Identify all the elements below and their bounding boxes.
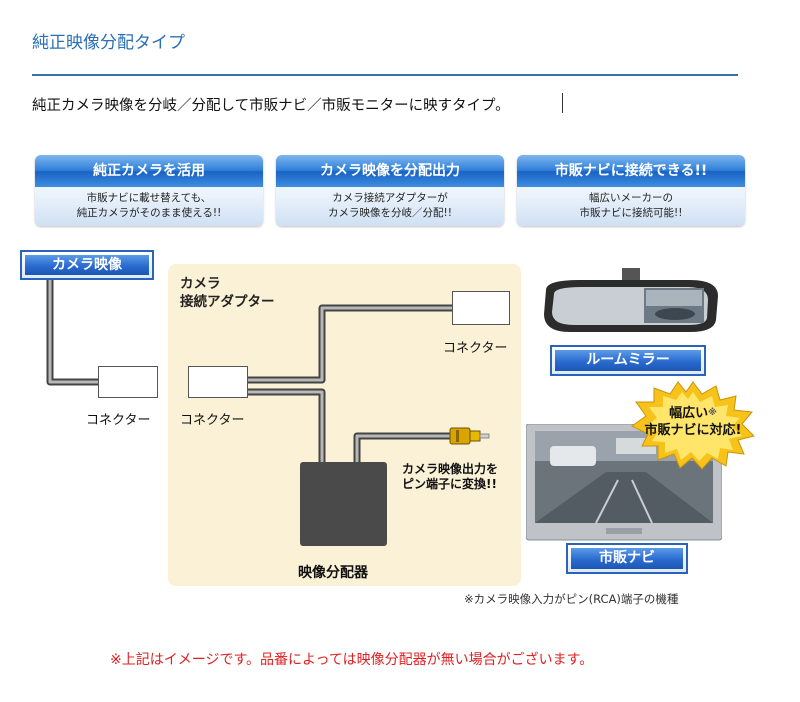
feature-card-desc: カメラ接続アダプターが カメラ映像を分岐／分配!! [276,191,504,221]
feature-card-title: 市販ナビに接続できる!! [517,155,745,187]
connector-left [98,366,158,398]
feature-card-desc-line: 純正カメラがそのまま使える!! [76,207,222,219]
camera-video-label: カメラ映像 [25,255,149,275]
starburst-badge-icon [631,381,755,470]
rca-note: ※カメラ映像入力がピン(RCA)端子の機種 [464,592,679,606]
connector-left-label: コネクター [86,413,151,428]
feature-card-title: 純正カメラを活用 [35,155,263,187]
feature-card-desc-line: 市販ナビに載せ替えても、 [86,192,212,204]
convert-note: カメラ映像出力を ピン端子に変換!! [402,462,498,492]
convert-note-line: カメラ映像出力を [402,462,499,476]
feature-card-desc-line: 幅広いメーカーの [589,192,673,204]
feature-card-desc-line: カメラ映像を分岐／分配!! [328,207,452,219]
starburst-text: 幅広い※ 市販ナビに対応! [632,405,754,439]
feature-card-desc-line: カメラ接続アダプターが [332,192,448,204]
rca-plug-icon [449,427,490,445]
adapter-label: カメラ 接続アダプター [180,275,275,311]
connector-top [452,291,510,325]
connector-mid [188,366,248,398]
room-mirror-icon [544,268,718,332]
navi-badge: 市販ナビ [566,543,688,574]
connector-top-label: コネクター [443,341,508,356]
feature-card-desc-line: 市販ナビに接続可能!! [579,207,683,219]
convert-note-line: ピン端子に変換!! [402,477,497,491]
feature-card-desc: 幅広いメーカーの 市販ナビに接続可能!! [517,191,745,221]
navi-label: 市販ナビ [571,548,683,569]
feature-card-navi-connect: 市販ナビに接続できる!! 幅広いメーカーの 市販ナビに接続可能!! [517,155,745,226]
feature-card-genuine-camera: 純正カメラを活用 市販ナビに載せ替えても、 純正カメラがそのまま使える!! [35,155,263,226]
video-splitter [300,462,387,546]
page-title: 純正映像分配タイプ [32,33,185,53]
text-cursor [562,93,563,113]
connector-mid-label: コネクター [180,413,245,428]
feature-card-desc: 市販ナビに載せ替えても、 純正カメラがそのまま使える!! [35,191,263,221]
starburst-line-text: 幅広い [669,406,709,421]
starburst-line: 幅広い※ [632,405,754,422]
room-mirror-badge: ルームミラー [550,345,706,376]
adapter-label-line: カメラ [180,276,221,292]
adapter-label-line: 接続アダプター [180,294,275,310]
camera-video-badge: カメラ映像 [20,250,154,280]
starburst-mark: ※ [708,408,717,418]
feature-card-split-output: カメラ映像を分配出力 カメラ接続アダプターが カメラ映像を分岐／分配!! [276,155,504,226]
starburst-line-text: 市販ナビに対応! [644,423,742,438]
title-divider [32,74,738,76]
room-mirror-label: ルームミラー [555,350,701,371]
footer-note: ※上記はイメージです。品番によっては映像分配器が無い場合がございます。 [110,652,594,668]
feature-card-title: カメラ映像を分配出力 [276,155,504,187]
video-splitter-label: 映像分配器 [298,565,368,581]
intro-text: 純正カメラ映像を分岐／分配して市販ナビ／市販モニターに映すタイプ。 [32,98,510,114]
